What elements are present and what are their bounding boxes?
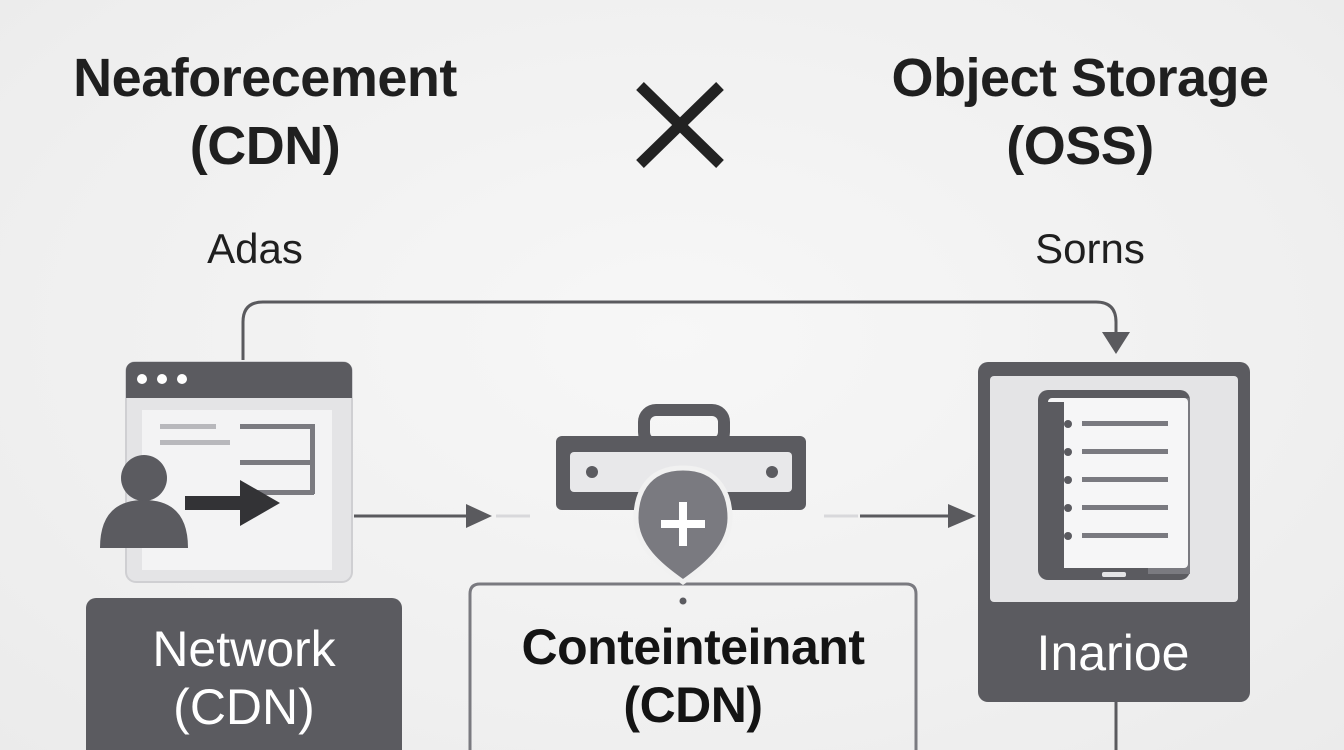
arrow-right-icon: [185, 480, 280, 526]
network-box-label: Network (CDN): [86, 620, 402, 736]
close-x-icon: [636, 82, 724, 168]
right-heading-line2: (OSS): [1006, 116, 1154, 176]
user-icon: [100, 455, 188, 548]
container-box-line1: Conteinteinant: [521, 619, 865, 675]
container-box-line2: (CDN): [623, 677, 763, 733]
top-connector-arrowhead: [1102, 332, 1130, 354]
storage-box-label: Inarioe: [1036, 625, 1190, 681]
container-box-label: Conteinteinant (CDN): [470, 618, 916, 734]
document-list-icon: [1038, 390, 1190, 580]
right-heading: Object Storage (OSS): [850, 44, 1310, 180]
right-subheading: Sorns: [1035, 225, 1145, 272]
left-heading-line1: Neaforecement: [73, 48, 457, 108]
network-box: [86, 598, 402, 750]
left-heading-line2: (CDN): [189, 116, 341, 176]
network-box-line1: Network: [152, 621, 336, 677]
left-heading: Neaforecement (CDN): [30, 44, 500, 180]
network-box-line2: (CDN): [173, 679, 315, 735]
top-connector: [241, 300, 1130, 360]
arrow-browser-to-container: [354, 504, 530, 528]
container-box-outline: [468, 582, 918, 750]
plus-pin-icon: [633, 465, 733, 605]
left-subheading: Adas: [207, 225, 303, 272]
right-heading-line1: Object Storage: [891, 48, 1269, 108]
arrow-container-to-storage: [824, 504, 976, 528]
